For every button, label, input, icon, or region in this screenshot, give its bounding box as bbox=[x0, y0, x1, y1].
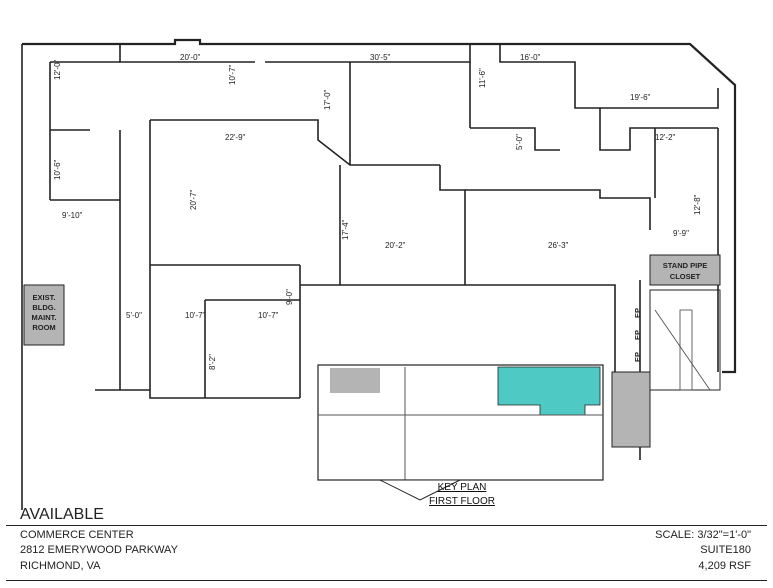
divider bbox=[6, 525, 767, 526]
svg-text:EP: EP bbox=[633, 330, 642, 340]
svg-text:17'-4": 17'-4" bbox=[341, 219, 350, 240]
svg-text:9'-9": 9'-9" bbox=[673, 229, 689, 238]
svg-text:CLOSET: CLOSET bbox=[670, 272, 701, 281]
svg-text:16'-0": 16'-0" bbox=[520, 53, 541, 62]
svg-text:26'-3": 26'-3" bbox=[548, 241, 569, 250]
svg-text:20'-2": 20'-2" bbox=[385, 241, 406, 250]
svg-text:10'-7": 10'-7" bbox=[228, 64, 237, 85]
svg-text:22'-9": 22'-9" bbox=[225, 133, 246, 142]
svg-text:11'-6": 11'-6" bbox=[478, 68, 487, 88]
city: RICHMOND, VA bbox=[20, 560, 101, 572]
scale: SCALE: 3/32"=1'-0" bbox=[655, 529, 751, 541]
svg-text:EXIST.: EXIST. bbox=[33, 293, 56, 302]
svg-text:12'-0": 12'-0" bbox=[53, 59, 62, 80]
floor-plan: 20'-0" 30'-5" 16'-0" 12'-0" 10'-7" 17'-0… bbox=[21, 38, 737, 510]
status-label: AVAILABLE bbox=[20, 506, 104, 523]
maint-room bbox=[23, 284, 65, 346]
svg-text:5'-0": 5'-0" bbox=[126, 311, 142, 320]
svg-text:MAINT.: MAINT. bbox=[32, 313, 57, 322]
svg-text:9'-10": 9'-10" bbox=[62, 211, 83, 220]
title-block: AVAILABLE COMMERCE CENTER 2812 EMERYWOOD… bbox=[0, 500, 773, 588]
svg-text:KEY PLAN: KEY PLAN bbox=[438, 482, 487, 493]
bottom-rule bbox=[6, 580, 767, 581]
address: 2812 EMERYWOOD PARKWAY bbox=[20, 544, 178, 556]
svg-text:12'-8": 12'-8" bbox=[693, 194, 702, 215]
suite-number: SUITE180 bbox=[700, 544, 751, 556]
svg-text:8'-2": 8'-2" bbox=[208, 354, 217, 370]
svg-text:30'-5": 30'-5" bbox=[370, 53, 391, 62]
svg-text:ROOM: ROOM bbox=[32, 323, 55, 332]
svg-text:FIRST FLOOR: FIRST FLOOR bbox=[429, 496, 495, 507]
rentable-area: 4,209 RSF bbox=[698, 560, 751, 572]
svg-text:20'-0": 20'-0" bbox=[180, 53, 201, 62]
svg-text:20'-7": 20'-7" bbox=[189, 189, 198, 210]
svg-text:10'-7": 10'-7" bbox=[185, 311, 206, 320]
svg-text:BLDG.: BLDG. bbox=[32, 303, 55, 312]
svg-text:5'-0": 5'-0" bbox=[515, 134, 524, 150]
svg-text:17'-0": 17'-0" bbox=[323, 89, 332, 110]
svg-text:EP: EP bbox=[633, 308, 642, 318]
svg-text:10'-6": 10'-6" bbox=[53, 159, 62, 180]
svg-text:EP: EP bbox=[633, 352, 642, 362]
standpipe-closet bbox=[649, 254, 721, 286]
svg-text:19'-6": 19'-6" bbox=[630, 93, 651, 102]
svg-text:9'-0": 9'-0" bbox=[285, 289, 294, 305]
svg-text:10'-7": 10'-7" bbox=[258, 311, 279, 320]
key-plan: KEY PLAN FIRST FLOOR bbox=[317, 364, 604, 507]
building-name: COMMERCE CENTER bbox=[20, 529, 134, 541]
svg-text:12'-2": 12'-2" bbox=[655, 133, 676, 142]
svg-text:STAND PIPE: STAND PIPE bbox=[663, 261, 707, 270]
